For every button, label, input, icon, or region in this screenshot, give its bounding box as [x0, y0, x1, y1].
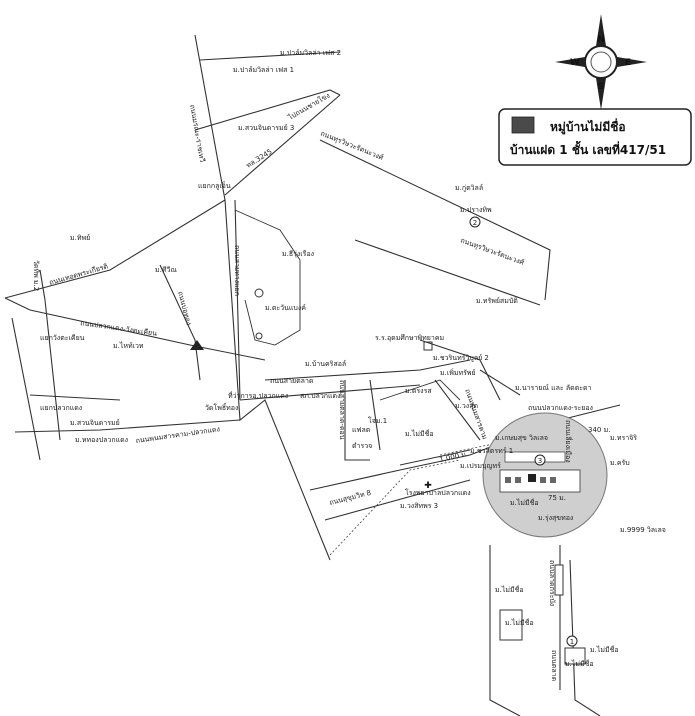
label: ถนนตลาด	[550, 650, 558, 681]
legend-subtitle: บ้านแฝด 1 ชั้น เลขที่417/51	[510, 140, 666, 157]
label: ถนนทุรวิษวะรัตนะวงศ์	[459, 236, 525, 267]
house-icon	[515, 477, 521, 483]
compass-s: S	[598, 82, 604, 92]
label: ม.ทีวีณ	[155, 266, 177, 274]
label: ถนนพนมสารคาม	[463, 388, 489, 441]
label: ม.วงสิทพร 3	[400, 502, 438, 510]
label: แยกกลูเจ็น	[198, 181, 231, 190]
label: ถนนปลวกแดง-ระยอง	[528, 404, 593, 412]
label: ไปถนนชายโขง	[286, 91, 332, 123]
label: ร.ร.อุดมศึกษาพิทยาคม	[375, 333, 444, 342]
label: ถนนลาดกระบัง	[548, 560, 556, 606]
temple-icon	[254, 288, 264, 298]
label: ม.ไหท์เวท	[113, 341, 144, 350]
school-icon	[423, 341, 433, 351]
label: ถนนมรณะ-ราชเทวี	[188, 104, 206, 163]
label: ม.ชวรินทร์วิบูลย์ 2	[433, 354, 489, 362]
label: ถนนบ่อทอง	[176, 290, 193, 326]
marker-3: 3	[538, 457, 542, 465]
temple-icon	[255, 332, 263, 340]
label: ม.เพิ่มทรัพย์	[440, 368, 476, 377]
label: ม.ไม่มีชื่อ	[505, 618, 534, 627]
label: ถนนเลี่ยงเมือง	[564, 420, 573, 463]
label: ม.บ้านคริสอล์	[305, 360, 346, 368]
house-icon	[540, 477, 546, 483]
label: ม.ปาล์มวิลล่า เฟส 2	[280, 49, 341, 57]
building-block	[499, 609, 523, 641]
label: ม.ตะวันแบงค์	[265, 304, 306, 312]
label: ทล.3245	[245, 148, 274, 170]
label: ที่ว่าการอ.ปลวกแดง	[228, 391, 288, 400]
label: ถนนทุรวิษวะรัตนะวงศ์	[319, 129, 385, 162]
legend-swatch	[511, 116, 535, 134]
label: แฟลต	[352, 426, 371, 434]
target-house-marker	[528, 474, 536, 482]
label: ม.ไม่มีชื่อ	[495, 585, 524, 594]
label: ถนนเทอดพระเกียรติ	[48, 262, 109, 287]
label: ม.ปรางทิพ	[460, 206, 492, 214]
compass-n: N	[597, 35, 605, 45]
compass-rose: N S W E	[555, 14, 647, 110]
label: ม.วงสุด	[455, 402, 478, 410]
legend-title: หมู่บ้านไม่มีชื่อ	[550, 118, 626, 135]
building-block	[564, 647, 586, 665]
label: ม.รุ่งสุขทอง	[538, 514, 573, 522]
label: วัดทิพ ม.2	[32, 260, 40, 291]
hospital-icon: ✚	[424, 481, 432, 491]
label: ม.ปาล์มวิลล่า เฟส 1	[233, 66, 294, 74]
house-icon	[550, 477, 556, 483]
legend: หมู่บ้านไม่มีชื่อ บ้านแฝด 1 ชั้น เลขที่4…	[498, 108, 692, 166]
label: แยกปลวกแดง	[40, 404, 82, 412]
label: วัดโพธิ์ทอง	[205, 402, 238, 412]
label: ถนนสายทางแยก	[233, 245, 241, 296]
label: ม.9999 วิลเลจ	[620, 526, 666, 534]
label: ถนนปลวกแดง-วังตะเคียน	[80, 319, 158, 338]
compass-e: E	[625, 58, 631, 68]
building-block	[554, 564, 564, 596]
label: ถนนสายตลาด	[270, 377, 313, 385]
label: ม.สวนจินดารมย์	[70, 419, 120, 427]
label: ม.ไม่มีชื่อ	[565, 659, 594, 668]
label: ม.ไม่มีชื่อ	[405, 429, 434, 438]
marker-2: 2	[473, 219, 477, 227]
label: โจม.1	[368, 416, 387, 425]
label: ม.ทิพย์	[70, 234, 90, 242]
label: โรงพยาบาลปลวกแดง	[405, 488, 471, 497]
number-markers: 3 1 2	[469, 216, 578, 647]
label: ถนนสุขุมวิท 8	[329, 489, 372, 507]
label: ม.เปรมบุญทร์	[460, 462, 501, 470]
label: ม.ทราจิริ	[610, 434, 637, 442]
label: สภ.ปลวกแดง	[300, 392, 341, 400]
label: ม.ธีรุ่งเรือง	[282, 250, 314, 258]
label: ถนนพนมสารคาม-ปลวกแดง	[135, 425, 220, 445]
junction-arrow-icon	[190, 340, 204, 350]
house-icon	[505, 477, 511, 483]
label: ถนนสายตลาด-ดอน	[338, 380, 346, 440]
compass-w: W	[570, 58, 580, 68]
label: ม.ตรงรส	[405, 387, 432, 395]
label: ม.หทองปลวกแดง	[75, 436, 128, 444]
label: ม.ไม่มีชื่อ	[590, 645, 619, 654]
marker-1: 1	[570, 638, 574, 646]
label: ตำรวจ	[352, 442, 372, 450]
label: 340 ม.	[588, 426, 610, 434]
label: แยกวังตะเคียน	[40, 334, 85, 342]
label: ม.ทรัพย์สมบัติ	[476, 297, 518, 305]
label: ม.กู่ตวิลล์	[455, 184, 483, 192]
label: ม.ไม่มีชื่อ	[510, 498, 539, 507]
label: ม.เกษมสุข วิลเลจ	[495, 434, 548, 442]
label: 75 ม.	[548, 494, 566, 502]
label: ม.นารายณ์ และ ลัดตะดา	[515, 384, 592, 392]
road-network	[4, 34, 621, 716]
label: ม.ครับ	[610, 459, 630, 467]
label: ม.สวนจินดารมย์ 3	[238, 124, 294, 132]
label: ม.ชวลิตรทร์ 1	[470, 447, 513, 455]
